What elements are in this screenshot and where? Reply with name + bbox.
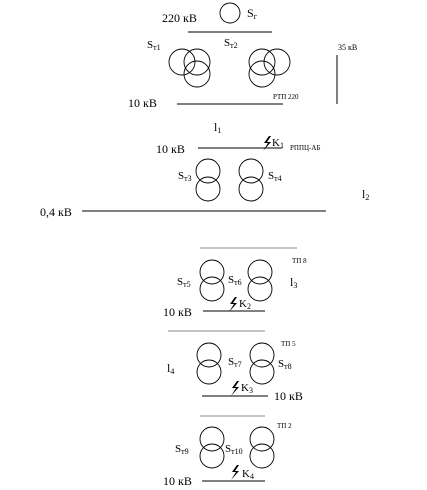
- transformer-t3-label: Sт3: [178, 170, 192, 183]
- line-l1-label: l1: [214, 120, 221, 135]
- voltage-220kv-label: 220 кВ: [162, 11, 197, 25]
- lightning-fault-icon: [229, 297, 237, 312]
- transformer-t7-label: Sт7: [228, 356, 242, 369]
- voltage-10kv-rppc-label: 10 кВ: [156, 142, 185, 156]
- voltage-10kv-tp5-label: 10 кВ: [274, 389, 303, 403]
- transformer-t4-label: Sт4: [268, 170, 282, 183]
- substation-rtp-label: РТП 220: [273, 93, 299, 101]
- transformer-t1: [168, 48, 211, 88]
- lightning-fault-icon: [231, 381, 239, 396]
- fault-k4-label: K4: [242, 468, 254, 481]
- transformer-t2: [248, 48, 291, 88]
- substation-tp5-label: ТП 5: [281, 340, 296, 348]
- transformer-t6-label: Sт6: [228, 274, 242, 287]
- line-l4-label: l4: [167, 361, 174, 376]
- generator-symbol: [219, 2, 241, 24]
- transformer-t6: [247, 259, 273, 302]
- transformer-t2-label: Sт2: [224, 37, 238, 50]
- line-l3-label: l3: [290, 275, 297, 290]
- voltage-04kv-label: 0,4 кВ: [40, 205, 72, 219]
- transformer-t10-label: Sт10: [225, 443, 243, 456]
- lightning-fault-icon: [231, 465, 239, 480]
- voltage-35kv-label: 35 кВ: [338, 43, 357, 52]
- substation-tp2-label: ТП 2: [277, 422, 292, 430]
- transformer-t9: [199, 426, 225, 469]
- line-l2-label: l2: [362, 187, 369, 202]
- substation-rppc-label: РППЦ-АБ: [290, 144, 320, 152]
- substation-tp8-label: ТП 8: [292, 257, 307, 265]
- transformer-t8: [249, 342, 275, 385]
- transformer-t5: [199, 259, 225, 302]
- transformer-t4: [238, 158, 264, 202]
- voltage-10kv-tp2-label: 10 кВ: [163, 474, 192, 488]
- voltage-10kv-tp8-label: 10 кВ: [163, 305, 192, 319]
- fault-k1-label: K1: [272, 137, 284, 150]
- lightning-fault-icon: [263, 136, 271, 151]
- generator-label: Sг: [247, 6, 258, 21]
- fault-k2-label: K2: [239, 298, 251, 311]
- fault-k3-label: K3: [241, 382, 253, 395]
- transformer-t9-label: Sт9: [175, 443, 189, 456]
- transformer-t8-label: Sт8: [278, 358, 292, 371]
- transformer-t7: [196, 342, 222, 385]
- transformer-t10: [249, 426, 275, 469]
- voltage-10kv-rtp-label: 10 кВ: [128, 96, 157, 110]
- transformer-t3: [195, 158, 221, 202]
- transformer-t5-label: Sт5: [177, 276, 191, 289]
- transformer-t1-label: Sт1: [147, 39, 161, 52]
